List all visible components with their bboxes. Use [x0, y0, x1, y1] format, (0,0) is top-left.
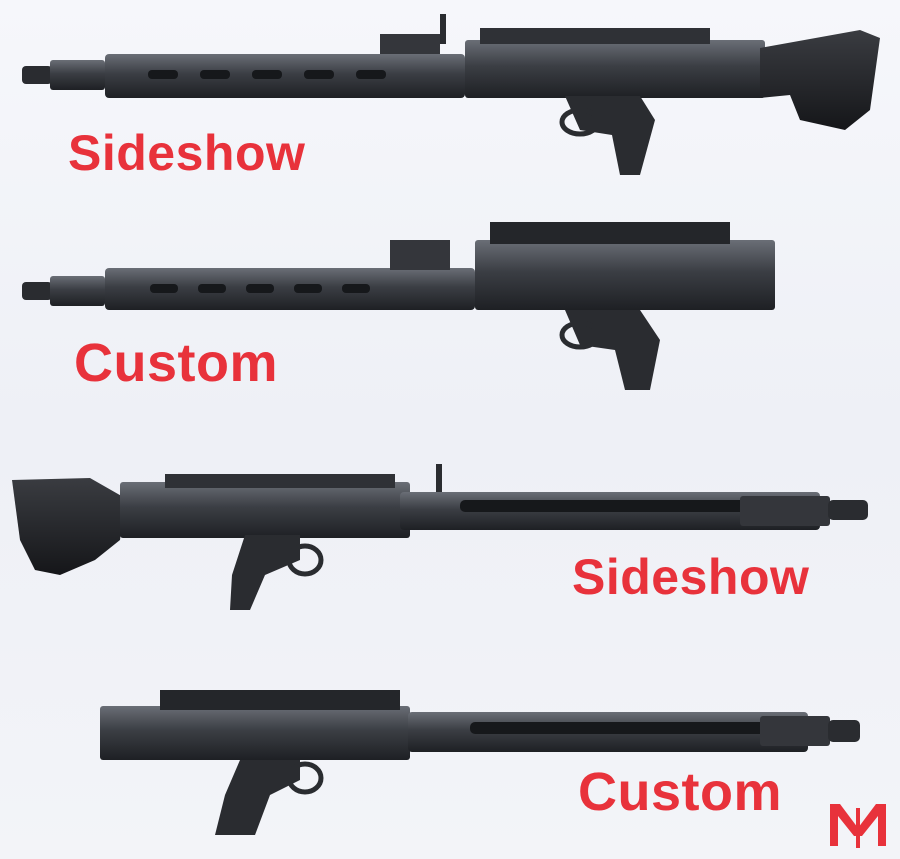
label-sideshow-top: Sideshow: [68, 125, 306, 181]
label-custom-bottom: Custom: [578, 762, 782, 822]
label-custom-top: Custom: [74, 333, 278, 393]
label-sideshow-bottom: Sideshow: [572, 549, 810, 605]
watermark-logo-icon: [830, 804, 886, 848]
